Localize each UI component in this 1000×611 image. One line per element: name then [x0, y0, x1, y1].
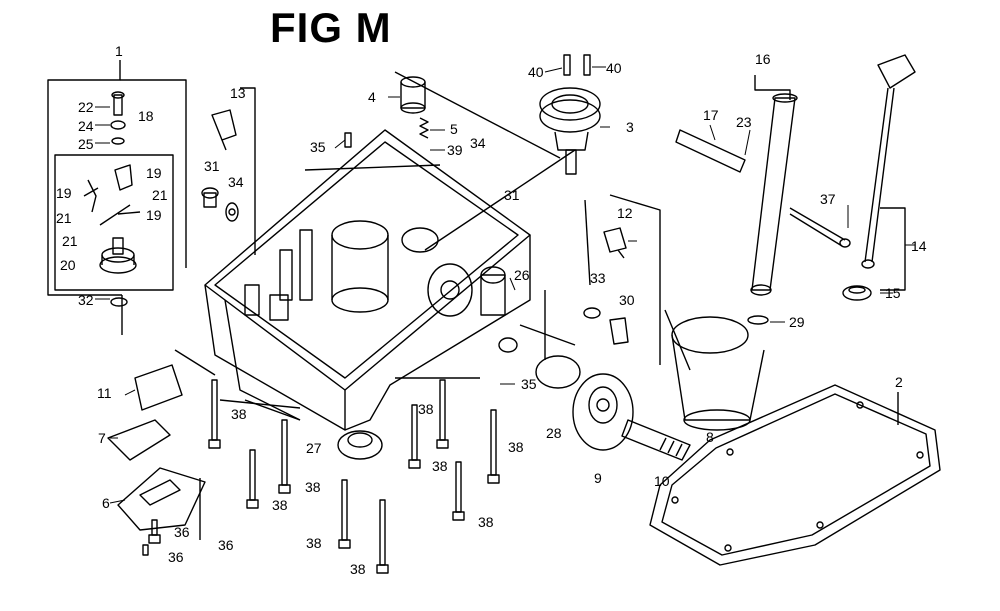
callout-38c: 38 — [272, 497, 288, 513]
callout-19a: 19 — [56, 185, 72, 201]
callout-40a: 40 — [528, 64, 544, 80]
callout-26: 26 — [514, 267, 530, 283]
callout-3: 3 — [626, 119, 634, 135]
governor-bracket-group — [47, 60, 187, 335]
dipstick-tube-part — [675, 93, 851, 325]
threaded-nipple-part — [621, 419, 691, 461]
callout-35a: 35 — [310, 139, 326, 155]
cam-cup-part — [400, 76, 426, 114]
callout-24: 24 — [78, 118, 94, 134]
figure-title: FIG M — [270, 4, 392, 51]
callout-8: 8 — [706, 429, 714, 445]
callout-13: 13 — [230, 85, 246, 101]
callout-17: 17 — [703, 107, 719, 123]
callout-37: 37 — [820, 191, 836, 207]
callout-15: 15 — [885, 285, 901, 301]
callout-38h: 38 — [478, 514, 494, 530]
crankcase-body — [204, 129, 531, 431]
callout-33: 33 — [590, 270, 606, 286]
callout-38d: 38 — [306, 535, 322, 551]
callout-27: 27 — [306, 440, 322, 456]
callout-7: 7 — [98, 430, 106, 446]
callout-38b: 38 — [305, 479, 321, 495]
callout-25: 25 — [78, 136, 94, 152]
callout-21b: 21 — [152, 187, 168, 203]
balancer-gear-part — [539, 54, 601, 175]
callout-19c: 19 — [146, 207, 162, 223]
callout-22: 22 — [78, 99, 94, 115]
spring-part — [419, 117, 429, 139]
callout-34b: 34 — [470, 135, 486, 151]
callout-28: 28 — [546, 425, 562, 441]
callout-19b: 19 — [146, 165, 162, 181]
leader-lines — [174, 71, 791, 421]
cover-plate-group — [107, 364, 206, 540]
callout-35b: 35 — [521, 376, 537, 392]
callout-31b: 31 — [504, 187, 520, 203]
callout-11: 11 — [97, 385, 112, 401]
callout-21c: 21 — [62, 233, 78, 249]
callout-labels: 1 2 3 4 5 6 7 8 9 10 11 12 13 14 15 16 1… — [56, 43, 927, 577]
callout-40b: 40 — [606, 60, 622, 76]
callout-34a: 34 — [228, 174, 244, 190]
callout-36c: 36 — [168, 549, 184, 565]
callout-30: 30 — [619, 292, 635, 308]
bolt-set — [142, 132, 500, 574]
callout-5: 5 — [450, 121, 458, 137]
gasket-part — [649, 384, 941, 566]
callout-38g: 38 — [432, 458, 448, 474]
callout-38e: 38 — [350, 561, 366, 577]
callout-1: 1 — [115, 43, 123, 59]
callout-16: 16 — [755, 51, 771, 67]
dipstick-part — [842, 54, 916, 301]
oil-seal-part — [337, 430, 383, 460]
callout-32: 32 — [78, 292, 94, 308]
callout-36b: 36 — [218, 537, 234, 553]
callout-36a: 36 — [174, 524, 190, 540]
callout-14: 14 — [911, 238, 927, 254]
callout-9: 9 — [594, 470, 602, 486]
callout-39: 39 — [447, 142, 463, 158]
callout-38f: 38 — [418, 401, 434, 417]
callout-38a: 38 — [231, 406, 247, 422]
filter-adapter-part — [535, 307, 634, 451]
callout-2: 2 — [895, 374, 903, 390]
callout-38i: 38 — [508, 439, 524, 455]
callout-4: 4 — [368, 89, 376, 105]
callout-20: 20 — [60, 257, 76, 273]
callout-10: 10 — [654, 473, 670, 489]
fitting-part — [603, 227, 627, 259]
callout-29: 29 — [789, 314, 805, 330]
callout-6: 6 — [102, 495, 110, 511]
callout-21a: 21 — [56, 210, 72, 226]
callout-23: 23 — [736, 114, 752, 130]
oil-filter-part — [671, 316, 765, 431]
callout-12: 12 — [617, 205, 633, 221]
callout-18: 18 — [138, 108, 154, 124]
breather-fitting-group — [201, 87, 256, 255]
callout-31a: 31 — [204, 158, 220, 174]
